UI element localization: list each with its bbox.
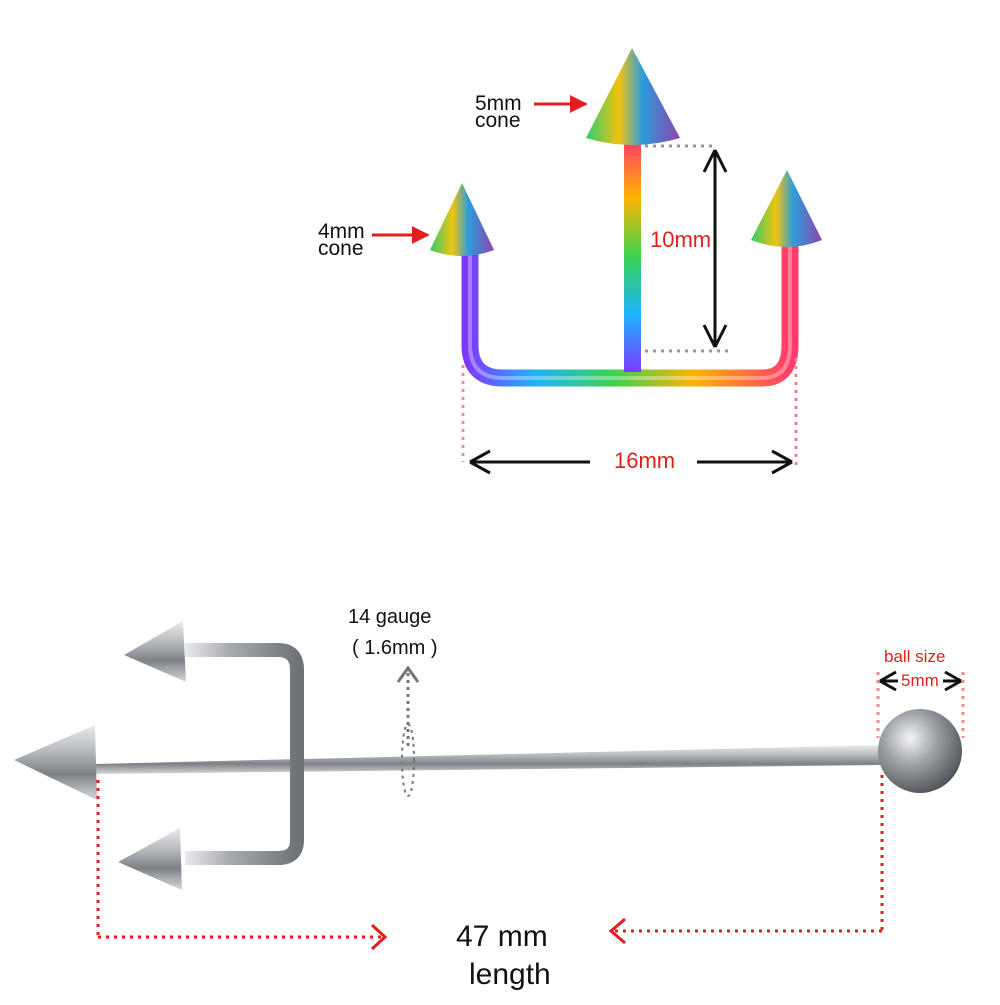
length-value-label: 47 mm [456, 920, 548, 953]
gauge-mm-label: ( 1.6mm ) [352, 637, 438, 659]
ball-mm-label: 5mm [901, 671, 939, 690]
top-u-bar [461, 237, 799, 387]
bottom-top-prong-cone [124, 621, 186, 682]
width-label: 16mm [614, 448, 676, 473]
top-trident-piece [430, 48, 822, 387]
bottom-bottom-prong-cone [118, 828, 182, 890]
gauge-label: 14 gauge [348, 606, 432, 628]
bottom-prong-frame [185, 643, 304, 865]
top-right-cone [751, 170, 822, 247]
top-center-cone [586, 48, 680, 145]
bottom-ball-end [878, 709, 962, 793]
bottom-left-main-cone [14, 725, 97, 800]
bottom-dimensions [96, 665, 965, 951]
top-center-post [624, 140, 641, 372]
ball-size-label: ball size [884, 647, 946, 666]
length-unit-label: length [469, 958, 551, 991]
top-dimensions [372, 95, 798, 475]
length-arrow-right-head [608, 917, 626, 945]
height-label: 10mm [650, 227, 712, 252]
bottom-main-bar [95, 745, 885, 774]
cone-large-label: 5mm cone [475, 92, 522, 132]
length-arrow-left-head [370, 923, 388, 951]
cone-small-label: 4mm cone [318, 220, 365, 260]
top-left-cone [430, 183, 494, 256]
bottom-trident-piece [14, 621, 962, 890]
